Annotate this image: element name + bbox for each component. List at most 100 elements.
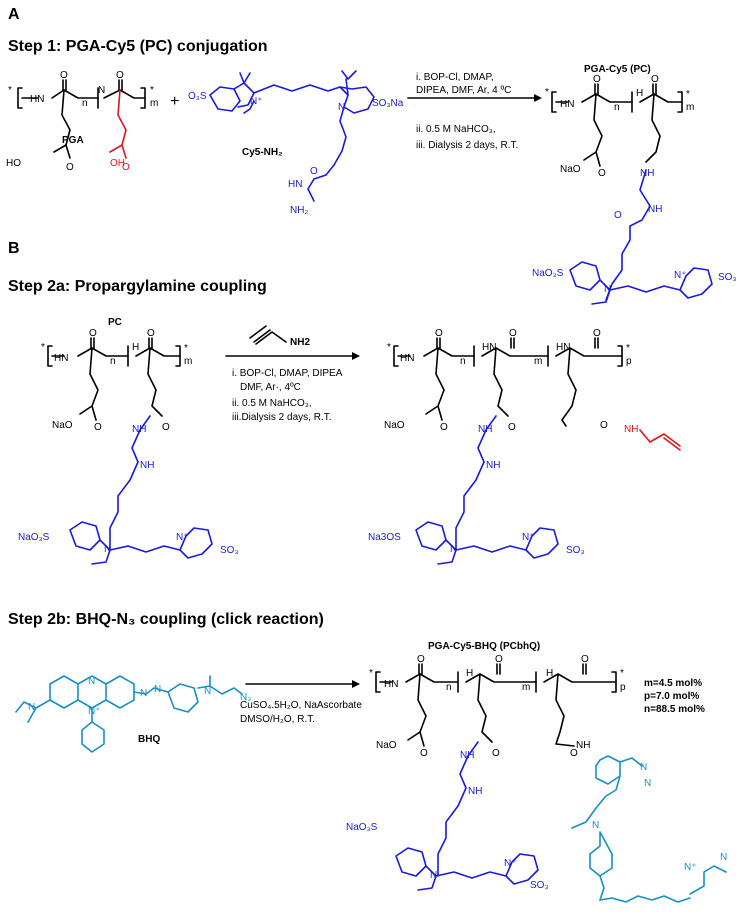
n-plus-p1: N⁺ bbox=[674, 270, 687, 281]
o-pc2: O bbox=[147, 328, 155, 339]
n-sub: n bbox=[82, 98, 88, 109]
n-2b3: N bbox=[430, 870, 437, 881]
nao-2a: NaO bbox=[384, 420, 405, 431]
o-2a3: O bbox=[593, 328, 601, 339]
n-p1c: N bbox=[604, 284, 611, 295]
ratio-n: n=88.5 mol% bbox=[644, 704, 705, 715]
o-pc: O bbox=[89, 328, 97, 339]
step2a-product: * HN O n HN O m HN O p * NaO O O O NH NH… bbox=[368, 328, 681, 565]
o-atom-2: O bbox=[116, 70, 124, 81]
o-p1d: O bbox=[614, 210, 622, 221]
nao-p1: NaO bbox=[560, 164, 581, 175]
o-pc4: O bbox=[162, 422, 170, 433]
naO3s-2b: NaO₃S bbox=[346, 822, 378, 833]
n-atom: N bbox=[98, 85, 105, 96]
hn-2a: HN bbox=[400, 353, 414, 364]
n-2b-triazole2: N bbox=[644, 778, 651, 789]
naO3s-p1: NaO₃S bbox=[532, 268, 564, 279]
hn-2b2: NH bbox=[460, 750, 474, 761]
o-2b2: O bbox=[495, 654, 503, 665]
pga-label: PGA bbox=[62, 135, 84, 146]
pcbhq-product: PGA-Cy5-BHQ (PCbhQ) * HN O n H O m H O p… bbox=[346, 641, 727, 903]
ho-atom: HO bbox=[6, 158, 21, 169]
so3na-group: SO₃Na bbox=[372, 98, 404, 109]
star-2a: * bbox=[387, 342, 391, 353]
step1-cond3: ii. 0.5 M NaHCO₃, bbox=[416, 124, 496, 135]
h-p1: H bbox=[636, 88, 643, 99]
propargyl-reagent bbox=[255, 331, 287, 345]
star-left: * bbox=[8, 85, 12, 96]
n-bhq4: N bbox=[154, 684, 161, 695]
pga-structure: * HN O n N O m * HO O OH O PGA bbox=[6, 70, 158, 173]
step2a-cond4: iii.Dialysis 2 days, R.T. bbox=[232, 412, 331, 423]
nh2-atom: NH₂ bbox=[290, 205, 308, 216]
n-atom-cy5: N bbox=[338, 102, 345, 113]
n-plus-bhq: N⁺ bbox=[88, 706, 101, 717]
p-2a: p bbox=[626, 356, 632, 367]
o-atom-4: O bbox=[122, 162, 130, 173]
so3-p1: SO₃ bbox=[718, 272, 737, 283]
naO3s-pc: NaO₃S bbox=[18, 532, 50, 543]
step1-arrowhead bbox=[534, 94, 542, 102]
step2a-arrowhead bbox=[352, 352, 360, 360]
step2b-product-label: PGA-Cy5-BHQ (PCbhQ) bbox=[428, 641, 540, 652]
n-plus-2b: N⁺ bbox=[504, 858, 517, 869]
step1-product-label: PGA-Cy5 (PC) bbox=[584, 64, 651, 75]
alkyne-bonds bbox=[249, 325, 271, 343]
n-bhq1: N bbox=[28, 702, 35, 713]
hn-pc: HN bbox=[54, 353, 68, 364]
n-pc: n bbox=[110, 356, 116, 367]
n-bhq2: N bbox=[88, 676, 95, 687]
nao-2b: NaO bbox=[376, 740, 397, 751]
propargyl-chain bbox=[639, 429, 681, 451]
hn-atom-cy5: HN bbox=[288, 179, 302, 190]
step2a-cond1: i. BOP-Cl, DMAP, DIPEA bbox=[232, 368, 343, 379]
n-bhq5: N bbox=[204, 686, 211, 697]
star-right: * bbox=[150, 85, 154, 96]
step2a-cond3: ii. 0.5 M NaHCO₃, bbox=[232, 398, 312, 409]
n-plus-pc: N⁺ bbox=[176, 532, 189, 543]
star-pc: * bbox=[41, 342, 45, 353]
h-2b2: H bbox=[546, 668, 553, 679]
hn-pc2: NH bbox=[132, 424, 146, 435]
ratio-p: p=7.0 mol% bbox=[644, 691, 699, 702]
step1-cond2: DIPEA, DMF, Ar, 4 ºC bbox=[416, 85, 511, 96]
step2b-arrowhead bbox=[352, 680, 360, 688]
ratio-m: m=4.5 mol% bbox=[644, 678, 702, 689]
o-atom-cy5: O bbox=[310, 166, 318, 177]
hn-atom: HN bbox=[30, 94, 44, 105]
h-pc: H bbox=[132, 342, 139, 353]
n-2b-triazole: N bbox=[640, 762, 647, 773]
o-2b6: O bbox=[570, 748, 578, 759]
hn-p1: HN bbox=[560, 99, 574, 110]
panel-b-label: B bbox=[8, 240, 20, 257]
o-2b5: O bbox=[492, 748, 500, 759]
pga-cy5-product: PGA-Cy5 (PC) * HN O n H O m * NaO O NH N… bbox=[532, 64, 737, 305]
hn-p1b: NH bbox=[640, 168, 654, 179]
o-2b: O bbox=[417, 654, 425, 665]
n-p1: n bbox=[614, 102, 620, 113]
n-plus-bhq2: N⁺ bbox=[684, 862, 697, 873]
h-2a: HN bbox=[482, 342, 496, 353]
nao-pc: NaO bbox=[52, 420, 73, 431]
step2b-cond2: DMSO/H₂O, R.T. bbox=[240, 714, 315, 725]
cy5-label: Cy5-NH₂ bbox=[242, 147, 283, 158]
star-2b: * bbox=[369, 668, 373, 679]
hn-2a3: HN bbox=[556, 342, 570, 353]
o-2a4: O bbox=[440, 422, 448, 433]
nh-2a2: NH bbox=[478, 424, 492, 435]
nh-2a: NH bbox=[624, 424, 638, 435]
step2a-cond2: DMF, Ar·, 4ºC bbox=[240, 382, 301, 393]
hn-2b: HN bbox=[384, 679, 398, 690]
n-plus-2a: N⁺ bbox=[522, 532, 535, 543]
nh-2b: NH bbox=[576, 740, 590, 751]
o-2a5: O bbox=[508, 422, 516, 433]
n-bhq3: N bbox=[140, 688, 147, 699]
m-sub: m bbox=[150, 98, 158, 109]
o-pc3: O bbox=[94, 422, 102, 433]
star-p1b: * bbox=[686, 89, 690, 100]
bhq-label: BHQ bbox=[138, 734, 160, 745]
m-2b: m bbox=[522, 682, 530, 693]
step1-title: Step 1: PGA-Cy5 (PC) conjugation bbox=[8, 38, 268, 55]
